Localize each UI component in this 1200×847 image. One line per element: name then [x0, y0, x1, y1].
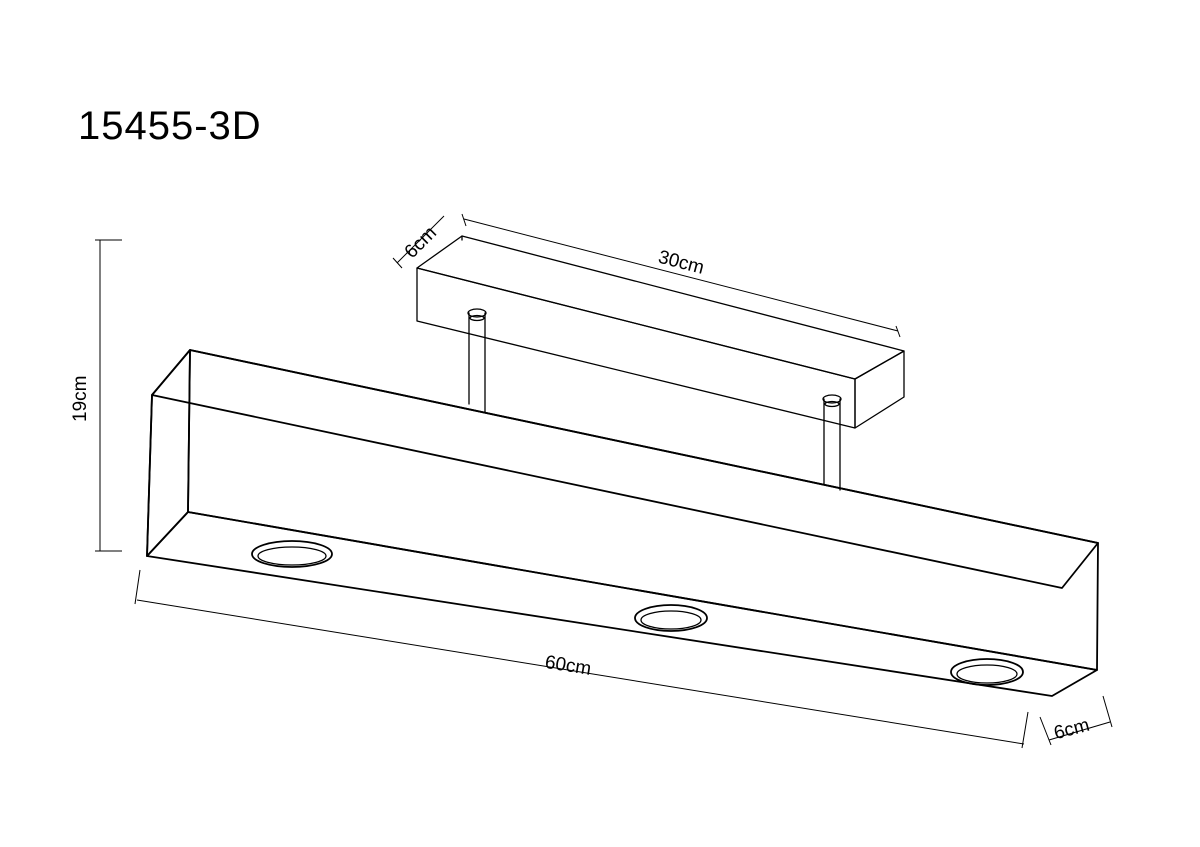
- dimension-canopy-depth: 6cm: [392, 215, 445, 269]
- length-label: 60cm: [543, 652, 592, 680]
- spotlight-left: [251, 540, 333, 568]
- canopy-length-label: 30cm: [656, 247, 706, 279]
- ceiling-canopy: [416, 235, 905, 429]
- suspension-rod-left: [467, 308, 487, 413]
- height-label: 19cm: [70, 376, 91, 422]
- spotlight-middle: [634, 604, 708, 632]
- canopy-depth-label: 6cm: [401, 223, 441, 263]
- suspension-rod-right: [822, 394, 842, 491]
- body-depth-label: 6cm: [1052, 715, 1092, 745]
- dimension-body-depth: 6cm: [1039, 695, 1113, 746]
- lamp-body: [146, 349, 1099, 697]
- spotlight-right: [950, 658, 1024, 686]
- model-number: 15455-3D: [78, 104, 262, 148]
- dimension-length: 60cm: [134, 569, 1029, 749]
- dimension-canopy-length: 30cm: [461, 213, 901, 338]
- dimension-height: 19cm: [70, 239, 122, 552]
